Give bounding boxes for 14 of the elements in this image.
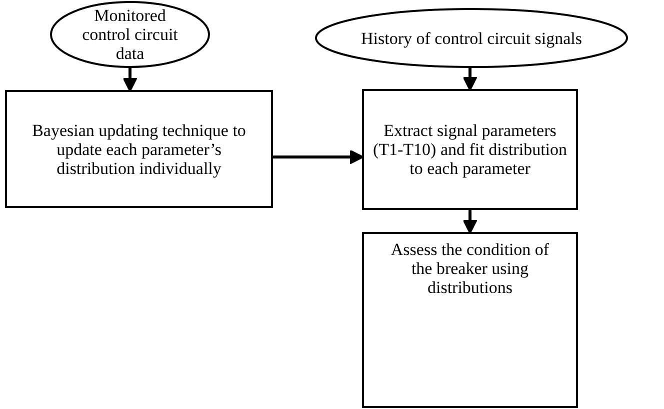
- ellipse-node: [50, 1, 210, 68]
- node-text: Assess the condition of the breaker using distributions: [390, 240, 550, 297]
- node-text: Extract signal parameters (T1-T10) and fit distribution to each parameter: [372, 121, 568, 178]
- node-text: Monitored control circuit data: [81, 6, 179, 63]
- process-box: [5, 90, 273, 208]
- node-text: Bayesian updating technique to update each parameter’s distribution individually: [32, 120, 246, 178]
- arrow: [122, 68, 138, 92]
- arrow: [273, 150, 364, 164]
- arrow: [462, 210, 478, 234]
- ellipse-node: [315, 8, 628, 68]
- process-box: [362, 232, 578, 408]
- arrow: [462, 68, 478, 92]
- node-text: History of control circuit signals: [360, 28, 583, 48]
- process-box: [362, 89, 578, 210]
